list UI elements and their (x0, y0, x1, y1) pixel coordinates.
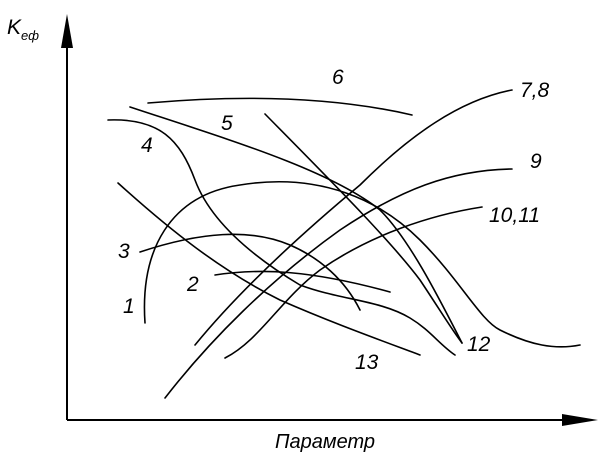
label-curve-9: 9 (530, 150, 542, 173)
label-curve-3: 3 (118, 240, 130, 263)
label-curve-6: 6 (332, 66, 344, 89)
y-axis-label-subscript: еф (21, 28, 39, 43)
y-axis-arrow (61, 14, 73, 48)
label-curve-1: 1 (123, 295, 135, 318)
label-curve-4: 4 (141, 134, 153, 157)
curves (107, 89, 581, 399)
curve-3 (139, 233, 361, 311)
label-curve-12: 12 (467, 333, 491, 356)
label-curve-13: 13 (355, 351, 379, 374)
y-axis-label-main: K (7, 16, 22, 39)
curve-1 (143, 181, 581, 348)
label-curve-5: 5 (221, 112, 233, 135)
curve-2 (214, 270, 391, 293)
curve-labels: 1 2 3 4 5 6 7,8 9 10,11 12 13 (118, 66, 550, 374)
curve-5 (264, 113, 463, 344)
curve-12 (129, 106, 463, 344)
x-axis-arrow (562, 414, 598, 426)
curve-6 (147, 97, 413, 116)
x-axis-label: Параметр (275, 431, 375, 453)
axes (61, 14, 598, 426)
curve-9 (164, 168, 513, 399)
curve-7-8 (194, 89, 513, 346)
curve-10-11 (224, 206, 483, 359)
curve-13 (117, 182, 421, 356)
label-curve-7-8: 7,8 (520, 79, 550, 102)
label-curve-10-11: 10,11 (489, 204, 540, 227)
y-axis-label: Kеф (7, 16, 39, 43)
curve-4 (107, 119, 456, 356)
label-curve-2: 2 (186, 273, 199, 296)
